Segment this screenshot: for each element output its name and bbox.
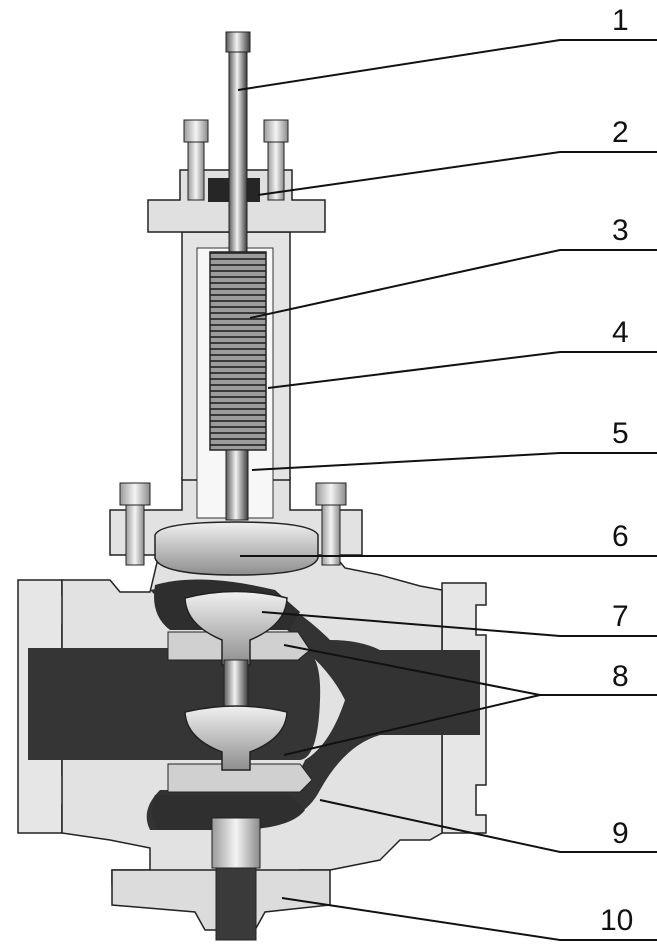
bellows xyxy=(209,251,267,451)
stem-cap xyxy=(225,31,251,53)
bolts xyxy=(119,119,347,566)
callout-label-1: 1 xyxy=(612,4,629,37)
callout-line-2 xyxy=(257,151,657,196)
callout-label-7: 7 xyxy=(612,600,629,633)
callout-line-9 xyxy=(319,799,657,853)
stem-lower xyxy=(225,449,249,521)
callout-label-10: 10 xyxy=(600,904,633,937)
upper-bolt-right xyxy=(263,119,289,201)
callout-line-1 xyxy=(237,39,657,91)
stem-and-bellows xyxy=(154,31,319,941)
callout-label-5: 5 xyxy=(612,417,629,450)
callout-line-8b xyxy=(283,694,541,756)
disc-carrier xyxy=(154,521,319,576)
callout-labels: 1 2 3 4 5 6 7 8 9 10 xyxy=(600,4,633,937)
upper-bolt-left xyxy=(183,119,209,201)
flow-channel-inlet xyxy=(28,648,321,760)
callout-label-4: 4 xyxy=(612,316,629,349)
callout-label-3: 3 xyxy=(612,214,629,247)
callout-label-9: 9 xyxy=(612,817,629,850)
drain-screw xyxy=(215,867,257,941)
callout-label-8: 8 xyxy=(612,660,629,693)
callout-line-4 xyxy=(267,351,657,389)
flow-channel-bottom xyxy=(152,795,305,830)
callout-label-2: 2 xyxy=(612,116,629,149)
callout-lines xyxy=(237,39,657,941)
stem-bottom xyxy=(211,817,261,869)
lower-bolt-left xyxy=(119,482,151,566)
callout-line-5 xyxy=(251,452,657,471)
lower-bolt-right xyxy=(315,482,347,566)
callout-line-7 xyxy=(261,611,657,637)
upper-plug xyxy=(184,590,288,666)
seat-web-lower xyxy=(167,763,313,793)
lower-plug xyxy=(184,705,288,771)
callout-line-10 xyxy=(281,897,657,941)
valve-stem xyxy=(228,51,248,253)
callout-label-6: 6 xyxy=(612,520,629,553)
stem-mid xyxy=(223,659,249,711)
callout-line-3 xyxy=(249,249,657,319)
